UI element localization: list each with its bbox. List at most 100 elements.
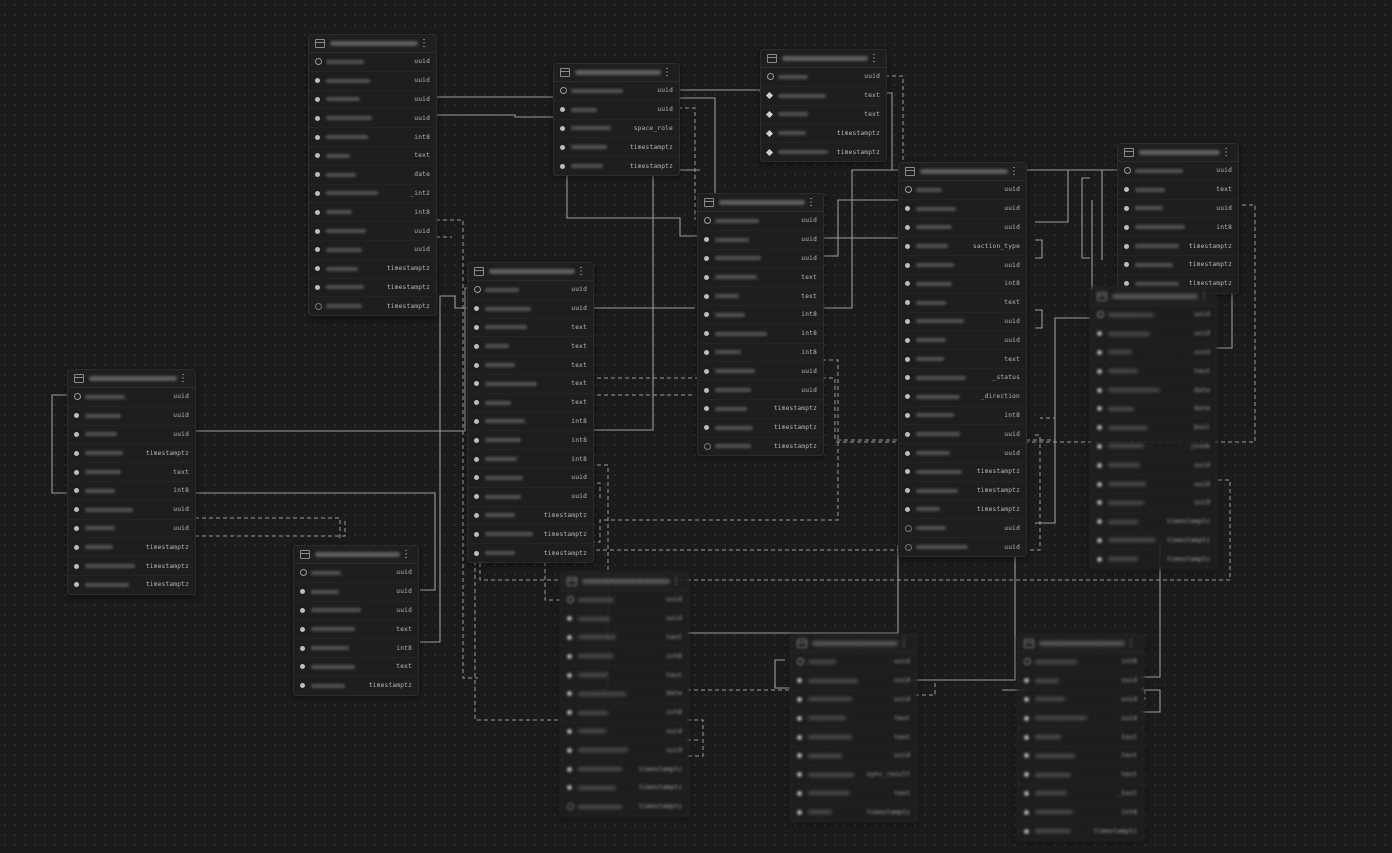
column-row[interactable]: timestamptz (68, 538, 195, 558)
column-row[interactable]: uuid (791, 653, 916, 672)
column-row[interactable]: uuid (309, 241, 436, 260)
column-row[interactable]: uuid (294, 602, 418, 621)
table-header[interactable]: ⋮ (68, 370, 195, 388)
column-row[interactable]: text (698, 287, 823, 306)
column-row[interactable]: text (561, 629, 688, 648)
column-row[interactable]: text (1091, 362, 1216, 382)
column-row[interactable]: timestamptz (68, 557, 195, 576)
column-row[interactable]: text (468, 356, 593, 375)
column-row[interactable]: text (761, 87, 886, 106)
column-row[interactable]: timestamptz (761, 143, 886, 161)
column-row[interactable]: timestamptz (899, 463, 1026, 482)
column-row[interactable]: uuid (468, 469, 593, 488)
column-row[interactable]: uuid (68, 407, 195, 426)
column-row[interactable]: uuid (899, 425, 1026, 445)
column-row[interactable]: uuid (1018, 691, 1143, 710)
column-row[interactable]: uuid (899, 181, 1026, 200)
column-row[interactable]: int8 (1018, 653, 1143, 672)
column-row[interactable]: int8 (468, 413, 593, 432)
column-row[interactable]: uuid (68, 426, 195, 445)
column-row[interactable]: uuid (791, 672, 916, 691)
column-row[interactable]: text (468, 319, 593, 338)
column-row[interactable]: timestamptz (698, 438, 823, 456)
column-row[interactable]: uuid (468, 300, 593, 319)
column-row[interactable]: timestamptz (554, 157, 679, 175)
column-row[interactable]: timestamptz (899, 482, 1026, 501)
column-row[interactable]: uuid (68, 501, 195, 520)
table-menu-icon[interactable]: ⋮ (1126, 637, 1136, 649)
column-row[interactable]: uuid (1091, 494, 1216, 513)
column-row[interactable]: timestamptz (554, 138, 679, 158)
column-row[interactable]: text (561, 666, 688, 685)
column-row[interactable]: uuid (1091, 344, 1216, 363)
column-row[interactable]: timestamptz (698, 419, 823, 438)
column-row[interactable]: uuid (309, 109, 436, 129)
table-header[interactable]: ⋮ (791, 635, 916, 653)
column-row[interactable]: int8 (561, 647, 688, 667)
column-row[interactable]: uuid (899, 200, 1026, 219)
column-row[interactable]: uuid (561, 723, 688, 742)
column-row[interactable]: timestamptz (468, 507, 593, 526)
table-header[interactable]: ⋮ (1118, 144, 1238, 162)
column-row[interactable]: uuid (1091, 325, 1216, 344)
column-row[interactable]: int8 (899, 275, 1026, 294)
column-row[interactable]: uuid (899, 444, 1026, 463)
column-row[interactable]: text (899, 350, 1026, 369)
column-row[interactable]: int8 (468, 450, 593, 469)
column-row[interactable]: timestamptz (1018, 822, 1143, 840)
table-menu-icon[interactable]: ⋮ (1221, 146, 1231, 158)
column-row[interactable]: text (791, 785, 916, 804)
table-header[interactable]: ⋮ (761, 50, 886, 68)
column-row[interactable]: uuid (1118, 200, 1238, 219)
column-row[interactable]: date (561, 685, 688, 704)
column-row[interactable]: int8 (294, 639, 418, 658)
column-row[interactable]: uuid (561, 610, 688, 629)
column-row[interactable]: uuid (68, 388, 195, 407)
column-row[interactable]: text (309, 147, 436, 166)
table-header[interactable]: ⋮ (899, 163, 1026, 181)
table-header[interactable]: ⋮ (309, 35, 436, 53)
column-row[interactable]: int8 (468, 431, 593, 451)
table-menu-icon[interactable]: ⋮ (671, 575, 681, 587)
table-menu-icon[interactable]: ⋮ (178, 372, 188, 384)
column-row[interactable]: timestamptz (561, 760, 688, 779)
column-row[interactable]: uuid (899, 538, 1026, 556)
column-row[interactable]: int8 (561, 704, 688, 723)
column-row[interactable]: text (899, 294, 1026, 313)
column-row[interactable]: uuid (309, 222, 436, 241)
table-menu-icon[interactable]: ⋮ (1009, 165, 1019, 177)
column-row[interactable]: uuid (1091, 456, 1216, 476)
column-row[interactable]: date (1091, 381, 1216, 400)
column-row[interactable]: text (791, 728, 916, 747)
column-row[interactable]: timestamptz (791, 803, 916, 821)
table-menu-icon[interactable]: ⋮ (806, 196, 816, 208)
column-row[interactable]: uuid (309, 91, 436, 110)
column-row[interactable]: uuid (698, 362, 823, 382)
column-row[interactable]: _text (1018, 785, 1143, 804)
column-row[interactable]: text (468, 337, 593, 357)
column-row[interactable]: int8 (309, 203, 436, 223)
column-row[interactable]: jsonb (1091, 438, 1216, 457)
column-row[interactable]: uuid (294, 564, 418, 583)
column-row[interactable]: uuid (561, 591, 688, 610)
column-row[interactable]: uuid (68, 520, 195, 539)
column-row[interactable]: date (309, 166, 436, 185)
column-row[interactable]: text (294, 620, 418, 640)
column-row[interactable]: timestamptz (68, 576, 195, 594)
column-row[interactable]: text (468, 394, 593, 413)
column-row[interactable]: text (294, 658, 418, 677)
column-row[interactable]: int8 (698, 306, 823, 325)
column-row[interactable]: timestamptz (309, 279, 436, 298)
column-row[interactable]: uuid (698, 381, 823, 400)
column-row[interactable]: bool (1091, 419, 1216, 438)
column-row[interactable]: timestamptz (468, 544, 593, 562)
column-row[interactable]: text (1018, 728, 1143, 747)
column-row[interactable]: uuid (899, 219, 1026, 238)
column-row[interactable]: text (68, 463, 195, 482)
column-row[interactable]: timestamptz (561, 779, 688, 798)
